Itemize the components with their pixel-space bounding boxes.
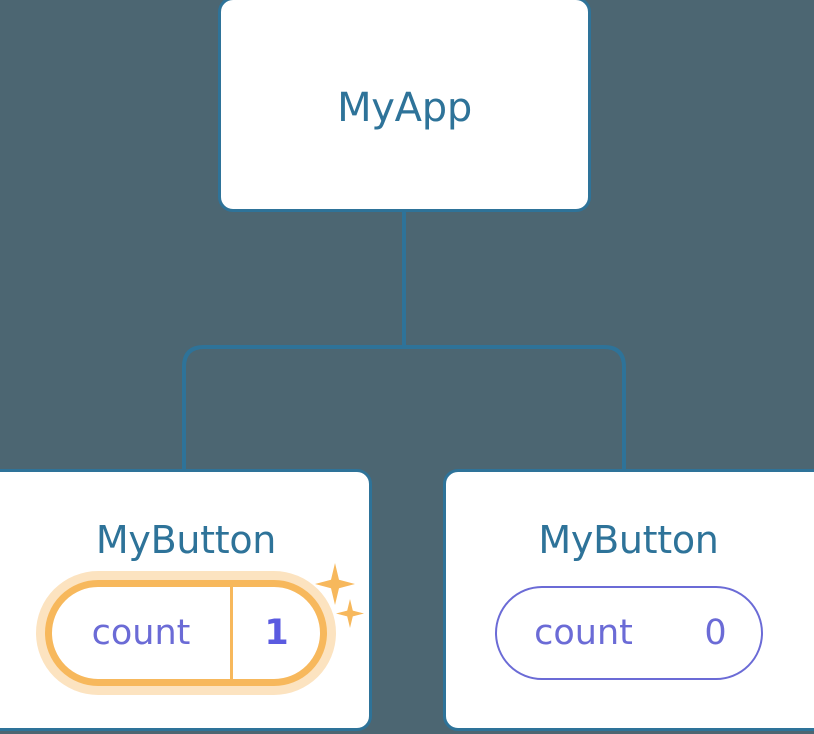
node-myapp[interactable]: MyApp <box>218 0 591 212</box>
node-mybutton-right[interactable]: MyButton count 0 <box>443 469 814 731</box>
state-key-left: count <box>91 612 191 653</box>
state-value-left: 1 <box>264 612 289 653</box>
connector-branch-bar <box>182 345 626 472</box>
state-pill-wrapper-right: count 0 <box>446 586 811 680</box>
state-divider-left <box>230 587 233 679</box>
node-mybutton-right-title: MyButton <box>538 518 719 562</box>
state-pill-wrapper-left: count 1 <box>3 580 369 686</box>
state-key-right: count <box>534 612 633 653</box>
node-mybutton-left-title: MyButton <box>95 518 277 562</box>
state-pill-right[interactable]: count 0 <box>494 586 763 680</box>
node-mybutton-left[interactable]: MyButton count 1 <box>0 469 372 731</box>
node-myapp-title: MyApp <box>337 85 472 131</box>
state-pill-left[interactable]: count 1 <box>45 580 327 686</box>
state-value-right: 0 <box>704 612 727 653</box>
